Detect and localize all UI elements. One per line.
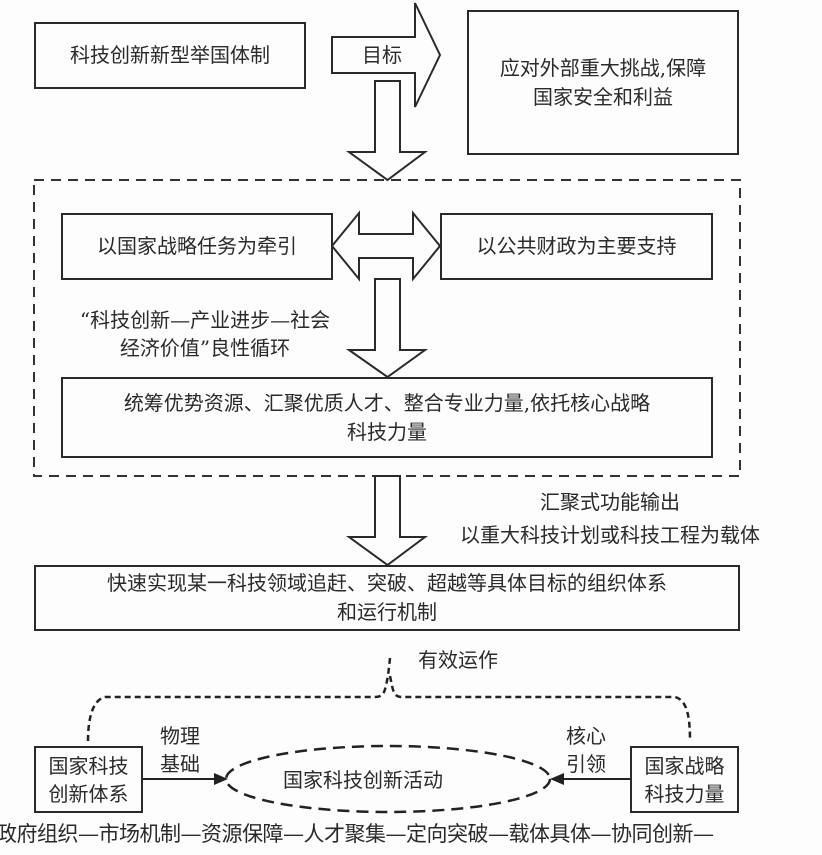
effective-operation-label: 有效运作 (418, 648, 498, 672)
integration-box: 统筹优势资源、汇聚优质人才、整合专业力量,依托核心战略 科技力量 (61, 377, 713, 458)
right-support-text: 以公共财政为主要支持 (476, 234, 677, 258)
down-arrow-3 (345, 475, 429, 567)
result-box: 快速实现某一科技领域追赶、突破、超越等具体目标的组织体系 和运行机制 (34, 565, 740, 631)
integration-box-line1: 统筹优势资源、汇聚优质人才、整合专业力量,依托核心战略 (123, 390, 651, 415)
goal-box-line2: 国家安全和利益 (533, 84, 673, 109)
strategic-force-box: 国家战略 科技力量 (630, 746, 739, 813)
goal-arrow-label: 目标 (362, 43, 402, 67)
cycle-note-line1: “科技创新—产业进步—社会 (79, 308, 331, 332)
down-arrow-2 (345, 278, 429, 379)
core-lead-label: 核心 引领 (556, 722, 616, 778)
bottom-chain-text: 政府组织—市场机制—资源保障—人才聚集—定向突破—载体具体—协同创新— (0, 822, 714, 846)
core-lead-arrowhead (550, 773, 564, 785)
national-system-line2: 创新体系 (48, 781, 129, 806)
top-box-text: 科技创新新型举国体制 (70, 43, 270, 67)
left-driver-text: 以国家战略任务为牵引 (97, 234, 297, 258)
output-label-line2: 以重大科技计划或科技工程为载体 (460, 523, 760, 547)
cycle-note: “科技创新—产业进步—社会 经济价值”良性循环 (50, 306, 360, 362)
down-arrow-1 (345, 80, 429, 182)
double-arrow (330, 210, 442, 282)
physical-basis-line2: 基础 (160, 752, 200, 776)
output-label: 汇聚式功能输出 以重大科技计划或科技工程为载体 (420, 488, 800, 549)
national-innovation-system-box: 国家科技 创新体系 (34, 746, 143, 813)
physical-basis-label: 物理 基础 (150, 722, 210, 778)
integration-box-line2: 科技力量 (347, 419, 427, 444)
output-label-line1: 汇聚式功能输出 (540, 490, 680, 514)
right-support-box: 以公共财政为主要支持 (440, 213, 713, 280)
strategic-force-line1: 国家战略 (644, 753, 725, 778)
result-box-line1: 快速实现某一科技领域追赶、突破、超越等具体目标的组织体系 (107, 571, 667, 595)
activity-ellipse-label: 国家科技创新活动 (283, 768, 443, 792)
left-driver-box: 以国家战略任务为牵引 (61, 213, 333, 280)
top-box-new-national-system: 科技创新新型举国体制 (34, 22, 306, 89)
core-lead-line1: 核心 (566, 724, 606, 748)
strategic-force-line2: 科技力量 (644, 781, 725, 806)
mechanism-dashed-frame (33, 179, 741, 477)
physical-basis-arrowhead (214, 773, 228, 785)
goal-arrow (331, 2, 442, 108)
core-lead-line2: 引领 (566, 752, 606, 776)
cycle-note-line2: 经济价值”良性循环 (119, 336, 291, 360)
goal-box-line1: 应对外部重大挑战,保障 (499, 55, 707, 80)
effective-operation-bracket (86, 657, 692, 742)
result-box-line2: 和运行机制 (337, 600, 437, 624)
national-system-line1: 国家科技 (48, 753, 129, 778)
physical-basis-line1: 物理 (160, 724, 200, 748)
goal-box: 应对外部重大挑战,保障 国家安全和利益 (467, 10, 739, 155)
